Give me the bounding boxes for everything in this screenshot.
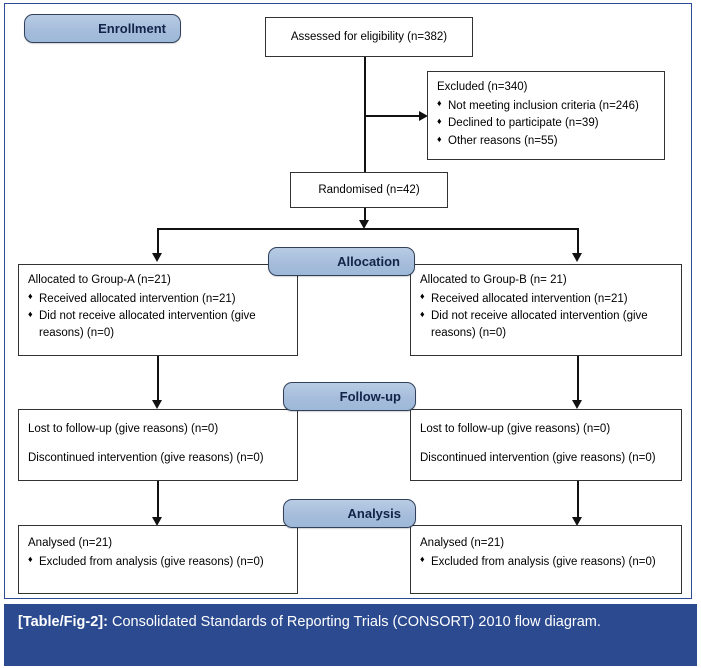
connector-allocation-split — [157, 228, 579, 230]
connector-randomised-down — [364, 208, 366, 222]
stage-label-followup: Follow-up — [339, 389, 401, 404]
box-excluded: Excluded (n=340) Not meeting inclusion c… — [427, 71, 665, 160]
figure-caption-text: Consolidated Standards of Reporting Tria… — [111, 614, 601, 630]
excluded-reason-list: Not meeting inclusion criteria (n=246) D… — [437, 97, 655, 150]
figure-caption-label: [Table/Fig-2]: — [18, 614, 108, 630]
connector-assessed-to-randomised — [364, 57, 366, 195]
connector-alloc-b-to-followup — [577, 356, 579, 403]
analysis-left-list: Excluded from analysis (give reasons) (n… — [28, 553, 288, 571]
analysis-left-title: Analysed (n=21) — [28, 537, 113, 549]
excluded-reason-item: Other reasons (n=55) — [437, 133, 655, 150]
followup-right-line1: Lost to follow-up (give reasons) (n=0) — [420, 423, 611, 435]
diagram-canvas: Enrollment Assessed for eligibility (n=3… — [0, 0, 701, 600]
allocated-right-list: Received allocated intervention (n=21) D… — [420, 290, 672, 342]
excluded-reason-item: Not meeting inclusion criteria (n=246) — [437, 97, 655, 115]
arrowhead-analysis-right — [572, 517, 582, 526]
box-followup-group-b: Lost to follow-up (give reasons) (n=0) D… — [410, 409, 682, 481]
connector-followup-b-to-analysis — [577, 481, 579, 520]
stage-pill-analysis: Analysis — [283, 499, 416, 528]
allocated-left-title: Allocated to Group-A (n=21) — [28, 274, 171, 286]
arrowhead-followup-right — [572, 400, 582, 409]
followup-left-line1: Lost to follow-up (give reasons) (n=0) — [28, 423, 219, 435]
randomised-text: Randomised (n=42) — [318, 183, 420, 196]
analysis-right-list: Excluded from analysis (give reasons) (n… — [420, 553, 672, 571]
connector-followup-a-to-analysis — [157, 481, 159, 520]
analysis-right-title: Analysed (n=21) — [420, 537, 505, 549]
stage-pill-followup: Follow-up — [283, 382, 416, 411]
box-randomised: Randomised (n=42) — [290, 172, 448, 208]
arrowhead-followup-left — [152, 400, 162, 409]
connector-assessed-to-excluded — [364, 115, 420, 117]
allocated-right-item: Received allocated intervention (n=21) — [420, 290, 672, 308]
connector-split-right-drop — [577, 228, 579, 256]
followup-left-line2: Discontinued intervention (give reasons)… — [28, 451, 264, 464]
arrowhead-to-group-b — [572, 253, 582, 262]
allocated-left-item: Received allocated intervention (n=21) — [28, 290, 288, 308]
box-allocated-group-b: Allocated to Group-B (n= 21) Received al… — [410, 264, 682, 356]
analysis-right-item: Excluded from analysis (give reasons) (n… — [420, 553, 672, 571]
stage-label-allocation: Allocation — [337, 254, 400, 269]
followup-right-line2: Discontinued intervention (give reasons)… — [420, 451, 656, 464]
arrowhead-to-excluded — [419, 111, 428, 121]
arrowhead-analysis-left — [152, 517, 162, 526]
box-analysis-group-b: Analysed (n=21) Excluded from analysis (… — [410, 525, 682, 594]
connector-alloc-a-to-followup — [157, 356, 159, 403]
arrowhead-to-group-a — [152, 253, 162, 262]
box-followup-group-a: Lost to follow-up (give reasons) (n=0) D… — [18, 409, 298, 481]
assessed-text: Assessed for eligibility (n=382) — [290, 30, 448, 43]
arrowhead-randomised-down — [359, 220, 369, 229]
excluded-reason-item: Declined to participate (n=39) — [437, 115, 655, 132]
stage-pill-allocation: Allocation — [268, 247, 415, 276]
stage-pill-enrollment: Enrollment — [24, 14, 181, 43]
allocated-left-list: Received allocated intervention (n=21) D… — [28, 290, 288, 342]
connector-split-left-drop — [157, 228, 159, 256]
excluded-title: Excluded (n=340) — [437, 81, 528, 93]
box-assessed-for-eligibility: Assessed for eligibility (n=382) — [265, 17, 473, 57]
analysis-left-item: Excluded from analysis (give reasons) (n… — [28, 553, 288, 571]
box-allocated-group-a: Allocated to Group-A (n=21) Received all… — [18, 264, 298, 356]
allocated-right-item: Did not receive allocated intervention (… — [420, 308, 672, 341]
stage-label-analysis: Analysis — [347, 506, 401, 521]
figure-caption-bar: [Table/Fig-2]: Consolidated Standards of… — [4, 604, 697, 666]
box-analysis-group-a: Analysed (n=21) Excluded from analysis (… — [18, 525, 298, 594]
stage-label-enrollment: Enrollment — [98, 21, 166, 36]
allocated-right-title: Allocated to Group-B (n= 21) — [420, 274, 567, 286]
allocated-left-item: Did not receive allocated intervention (… — [28, 308, 288, 341]
